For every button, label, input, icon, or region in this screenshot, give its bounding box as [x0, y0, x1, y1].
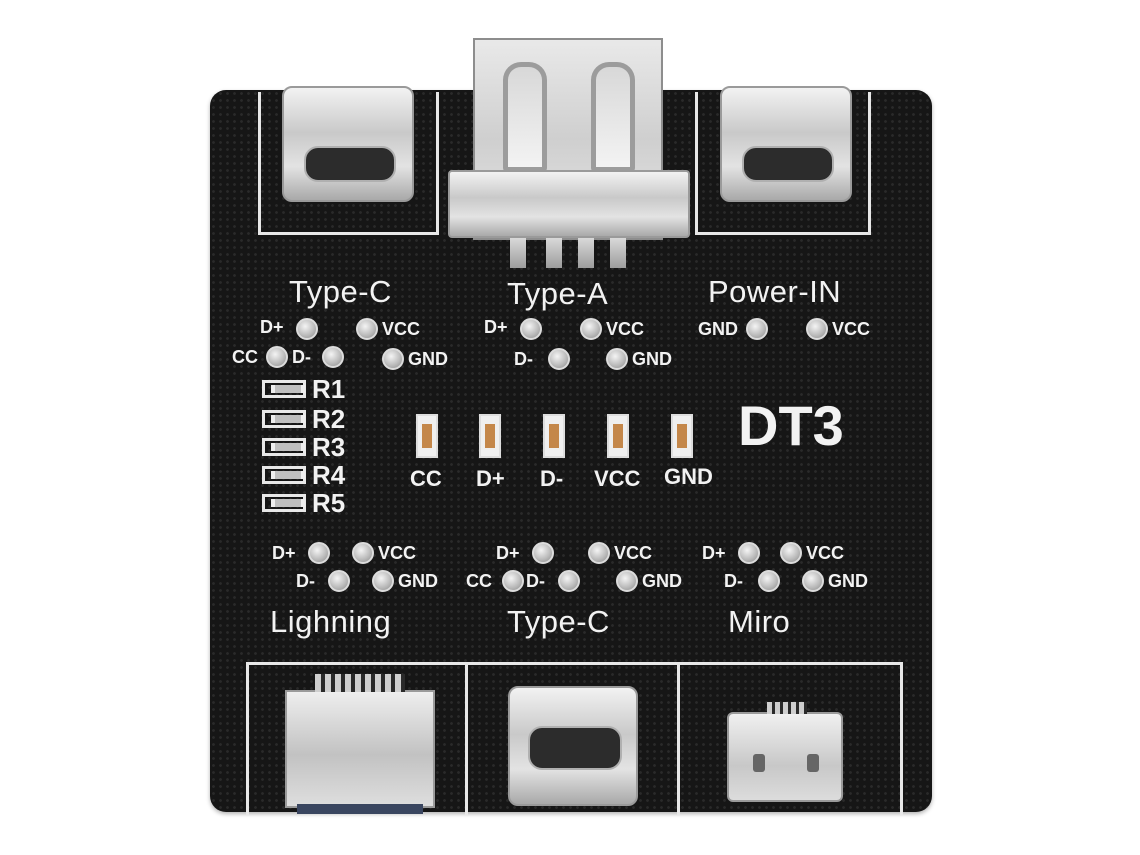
model-name: DT3	[738, 394, 844, 457]
test-pad	[532, 542, 554, 564]
test-pad	[382, 348, 404, 370]
test-pad	[758, 570, 780, 592]
test-pad	[296, 318, 318, 340]
resistor	[262, 380, 306, 398]
test-pad	[520, 318, 542, 340]
bottom-middle-frame	[465, 662, 680, 815]
led-dminus	[543, 414, 565, 458]
test-pad	[322, 346, 344, 368]
pin-label: GND	[698, 319, 738, 339]
led-label: D-	[540, 466, 564, 491]
power-in-connector	[720, 86, 852, 202]
resistor-label: R1	[312, 374, 346, 404]
lightning-connector	[285, 674, 435, 814]
resistor-label: R2	[312, 404, 346, 434]
pin-label: D-	[296, 571, 315, 591]
test-pad	[806, 318, 828, 340]
test-pad	[746, 318, 768, 340]
pin-label: CC	[232, 347, 258, 367]
label-micro: Miro	[728, 604, 791, 639]
pin-label: GND	[408, 349, 448, 369]
test-pad	[580, 318, 602, 340]
pin-label: D-	[514, 349, 533, 369]
bottom-left-frame	[246, 662, 468, 815]
pin-label: D+	[484, 317, 508, 337]
resistor	[262, 410, 306, 428]
label-top-typec: Type-C	[289, 274, 392, 309]
pin-label: D+	[496, 543, 520, 563]
pin-label: GND	[398, 571, 438, 591]
top-left-frame	[258, 92, 439, 235]
pin-label: GND	[642, 571, 682, 591]
label-top-typea: Type-A	[507, 276, 609, 311]
test-pad	[356, 318, 378, 340]
label-bottom-typec: Type-C	[507, 604, 610, 639]
test-pad	[588, 542, 610, 564]
pin-label: VCC	[378, 543, 417, 563]
pin-label: D-	[526, 571, 545, 591]
label-power-in: Power-IN	[708, 274, 842, 309]
test-pad	[616, 570, 638, 592]
test-pad	[352, 542, 374, 564]
resistor-label: R4	[312, 460, 346, 490]
test-pad	[502, 570, 524, 592]
typec-connector-bottom	[508, 686, 638, 806]
label-lightning: Lighning	[270, 604, 392, 639]
led-cc	[416, 414, 438, 458]
led-label: D+	[476, 466, 505, 491]
test-pad	[548, 348, 570, 370]
led-vcc	[607, 414, 629, 458]
test-pad	[308, 542, 330, 564]
test-pad	[738, 542, 760, 564]
resistor-label: R3	[312, 432, 346, 462]
pin-label: VCC	[832, 319, 871, 339]
pin-label: GND	[828, 571, 868, 591]
resistor	[262, 466, 306, 484]
pin-label: VCC	[382, 319, 421, 339]
resistor-label: R5	[312, 488, 346, 518]
pin-label: D-	[292, 347, 311, 367]
test-pad	[780, 542, 802, 564]
pin-label: D+	[272, 543, 296, 563]
pin-label: GND	[632, 349, 672, 369]
pin-label: CC	[466, 571, 492, 591]
test-pad	[606, 348, 628, 370]
pin-label: VCC	[606, 319, 645, 339]
pin-label: D-	[724, 571, 743, 591]
usb-a-flange	[448, 170, 690, 238]
test-pad	[266, 346, 288, 368]
test-pad	[328, 570, 350, 592]
led-dplus	[479, 414, 501, 458]
test-pad	[802, 570, 824, 592]
pin-label: D+	[260, 317, 284, 337]
led-label: VCC	[594, 466, 641, 491]
test-pad	[558, 570, 580, 592]
pin-label: VCC	[806, 543, 845, 563]
bottom-right-frame	[680, 662, 903, 815]
micro-usb-connector	[727, 702, 843, 802]
led-label: CC	[410, 466, 442, 491]
typec-connector-top-left	[282, 86, 414, 202]
test-pad	[372, 570, 394, 592]
led-gnd	[671, 414, 693, 458]
resistor	[262, 494, 306, 512]
led-label: GND	[664, 464, 713, 489]
top-right-frame	[695, 92, 871, 235]
pin-label: D+	[702, 543, 726, 563]
resistor	[262, 438, 306, 456]
pin-label: VCC	[614, 543, 653, 563]
